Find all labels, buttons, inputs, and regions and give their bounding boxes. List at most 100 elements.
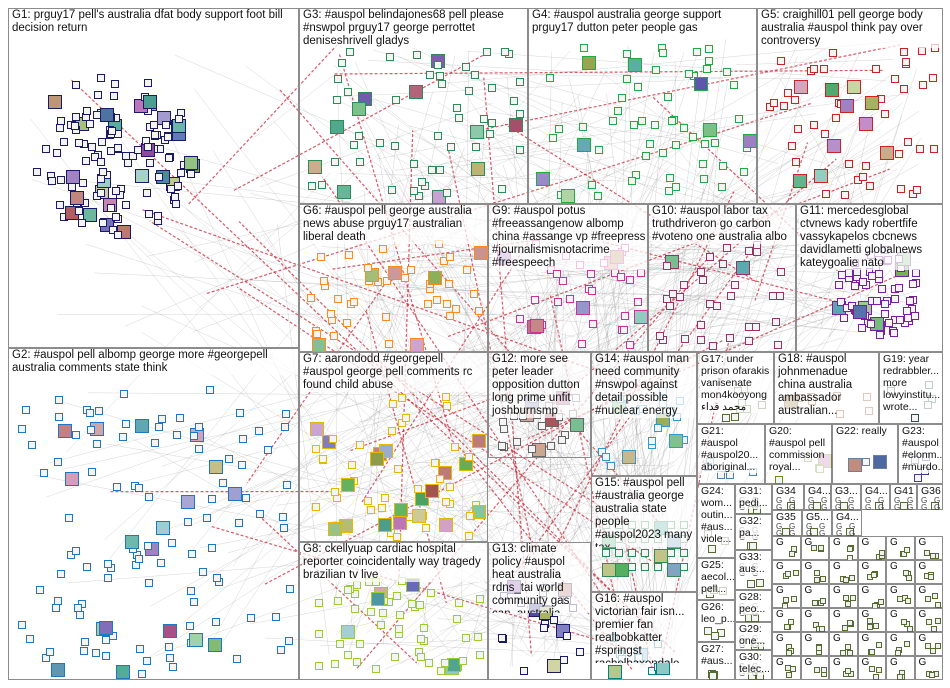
user-node [425, 659, 433, 667]
user-avatar-node [848, 458, 862, 472]
group-g11: G11: mercedesglobal ctvnews kady robertf… [796, 204, 943, 352]
user-avatar-node [654, 549, 668, 563]
user-node [111, 80, 119, 88]
user-avatar-node [100, 108, 114, 122]
user-node [847, 620, 853, 626]
user-node [881, 300, 889, 308]
tiny-group-cell: G [829, 608, 858, 632]
user-node [672, 141, 680, 149]
tiny-group-cell: G [829, 584, 858, 608]
user-node [867, 320, 875, 328]
user-node [102, 652, 110, 660]
user-avatar-node [736, 261, 750, 275]
user-avatar-node [602, 563, 616, 577]
group-g9: G9: #auspol potus #freeassangenow albomp… [488, 204, 648, 352]
group-g26: G26: leo_p... [697, 600, 735, 642]
user-node [451, 443, 459, 451]
user-node [719, 260, 727, 268]
user-node [99, 219, 107, 227]
user-node [18, 425, 26, 433]
user-node [777, 57, 785, 65]
user-node [842, 625, 848, 631]
user-avatar-node [703, 123, 717, 137]
user-node [589, 320, 597, 328]
tiny-group-glyph: G [918, 561, 928, 572]
user-node [376, 139, 384, 147]
user-node [925, 596, 931, 602]
user-node [566, 295, 574, 303]
user-node [57, 570, 65, 578]
user-avatar-node [378, 518, 392, 532]
group-label: G11: mercedesglobal ctvnews kady robertf… [799, 205, 942, 270]
group-label: G29: one... [738, 623, 771, 647]
user-node [703, 65, 711, 73]
user-node [317, 253, 325, 261]
group-label: G5... [805, 511, 831, 523]
user-node [114, 231, 122, 239]
user-node [462, 634, 470, 642]
user-node [900, 48, 908, 56]
tiny-group-cell: G [858, 584, 887, 608]
user-node [186, 622, 194, 630]
user-node [391, 142, 399, 150]
user-node [818, 545, 824, 551]
user-node [155, 423, 163, 431]
user-node [453, 615, 461, 623]
tiny-group-cell: G [801, 608, 830, 632]
tiny-group-cell: G [915, 536, 944, 560]
user-node [474, 633, 482, 641]
user-node [876, 331, 884, 339]
user-node [154, 212, 162, 220]
user-node [471, 71, 479, 79]
group-g32: GGGGG32: pa... [735, 514, 772, 550]
user-node [355, 132, 363, 140]
user-node [579, 123, 587, 131]
user-node [112, 187, 120, 195]
user-node [602, 453, 610, 461]
user-node [459, 657, 467, 665]
user-node [621, 312, 629, 320]
user-node [135, 555, 143, 563]
user-node [726, 334, 734, 342]
user-node [701, 140, 709, 148]
user-node [97, 158, 105, 166]
user-node [434, 132, 442, 140]
user-node [36, 586, 44, 594]
group-label: G5: craighill01 pell george body austral… [760, 9, 942, 48]
user-node [83, 563, 91, 571]
user-node [138, 670, 146, 678]
user-avatar-node [352, 102, 366, 116]
user-avatar-node [474, 246, 488, 260]
tiny-group-glyph: G [889, 537, 899, 548]
user-node [437, 667, 445, 675]
user-node [711, 632, 719, 640]
user-node [88, 143, 96, 151]
user-node [876, 667, 882, 673]
user-avatar-node [156, 521, 170, 535]
user-node [911, 312, 919, 320]
group-g14: G14: #auspol man need community #nswpol … [591, 352, 697, 476]
user-node [442, 498, 450, 506]
user-node [463, 266, 471, 274]
user-node [791, 96, 799, 104]
user-node [666, 174, 674, 182]
user-node [367, 506, 375, 514]
tiny-group-cell: G [801, 536, 830, 560]
user-node [912, 269, 920, 277]
user-node [433, 296, 441, 304]
group-g13: G13: climate policy #auspol heat austral… [488, 542, 591, 680]
user-node [896, 316, 904, 324]
user-node [256, 510, 264, 518]
user-node [353, 658, 361, 666]
user-node [745, 337, 753, 345]
user-node [891, 75, 899, 83]
user-node [516, 315, 524, 323]
group-g5x: GGGGG5... [802, 510, 832, 536]
user-node [906, 575, 912, 581]
user-node [150, 121, 158, 129]
user-node [151, 131, 159, 139]
user-node [700, 175, 708, 183]
user-node [895, 284, 903, 292]
user-node [18, 621, 26, 629]
group-label: G21: #auspol #auspol20... aboriginal... [700, 425, 764, 473]
